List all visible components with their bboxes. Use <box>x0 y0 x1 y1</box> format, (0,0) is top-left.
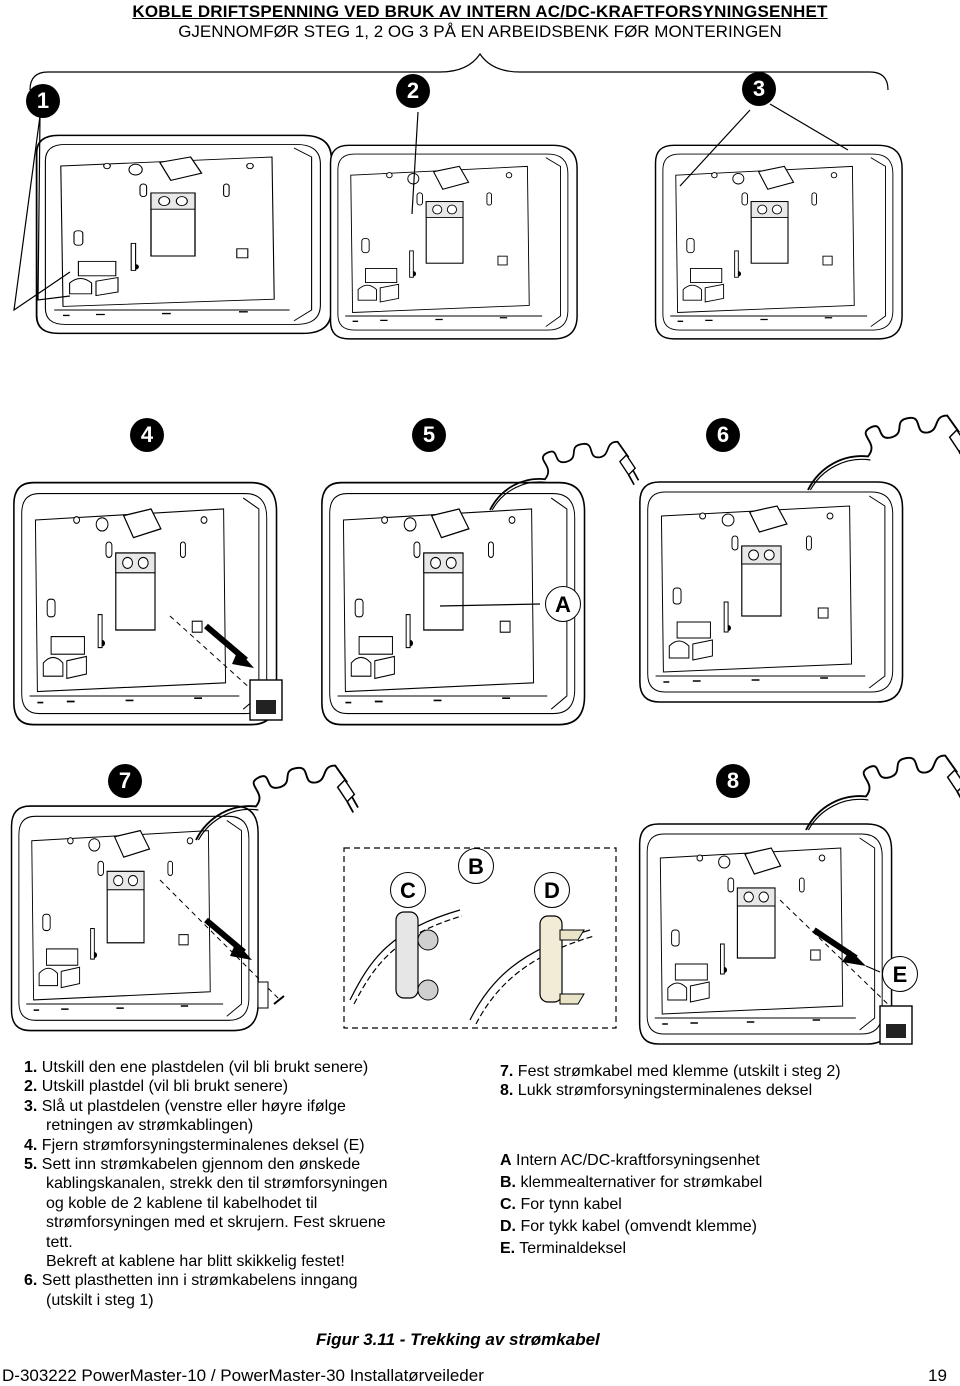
instruction-line: strømforsyningen med et skrujern. Fest s… <box>46 1214 386 1232</box>
instruction-line: Bekreft at kablene har blitt skikkelig f… <box>46 1253 345 1271</box>
instruction-line: 2. Utskill plastdel (vil bli brukt sener… <box>24 1078 289 1096</box>
page-subtitle: GJENNOMFØR STEG 1, 2 OG 3 PÅ EN ARBEIDSB… <box>178 22 782 41</box>
legend-item: E. Terminaldeksel <box>500 1240 626 1257</box>
callout-a: A <box>545 586 581 622</box>
step-number-7: 7 <box>108 764 142 798</box>
legend-item: D. For tykk kabel (omvendt klemme) <box>500 1218 757 1235</box>
instruction-line: og koble de 2 kablene til kabelhodet til <box>46 1194 318 1212</box>
instruction-list-left: 1. Utskill den ene plastdelen (vil bli b… <box>24 1058 494 1310</box>
legend-item: B. klemmealternativer for strømkabel <box>500 1174 763 1191</box>
instruction-line: 7. Fest strømkabel med klemme (utskilt i… <box>500 1063 841 1080</box>
instruction-line: 5. Sett inn strømkabelen gjennom den øns… <box>24 1156 361 1174</box>
step-number-2: 2 <box>396 74 430 108</box>
figure-legend: A Intern AC/DC-kraftforsyningsenhet B. k… <box>500 1150 940 1260</box>
instruction-line: tett. <box>46 1233 73 1251</box>
page-number: 19 <box>928 1366 947 1385</box>
legend-item: C. For tynn kabel <box>500 1196 622 1213</box>
step-number-5: 5 <box>412 418 446 452</box>
instruction-line: 1. Utskill den ene plastdelen (vil bli b… <box>24 1059 369 1076</box>
figure-caption: Figur 3.11 - Trekking av strømkabel <box>316 1330 600 1349</box>
instruction-line: (utskilt i steg 1) <box>46 1291 154 1309</box>
step-number-3: 3 <box>742 72 776 106</box>
step-number-4: 4 <box>130 418 164 452</box>
step-number-8: 8 <box>716 764 750 798</box>
step-number-6: 6 <box>706 418 740 452</box>
callout-b: B <box>458 848 494 884</box>
instruction-line: kablingskanalen, strekk den til strømfor… <box>46 1175 388 1193</box>
instruction-line: 3. Slå ut plastdelen (venstre eller høyr… <box>24 1097 346 1115</box>
instruction-line: retningen av strømkablingen) <box>46 1117 254 1135</box>
callout-d: D <box>534 872 570 908</box>
footer-document-id: D-303222 PowerMaster-10 / PowerMaster-30… <box>2 1366 484 1385</box>
callout-e: E <box>882 956 918 992</box>
callout-c: C <box>390 872 426 908</box>
legend-item: A Intern AC/DC-kraftforsyningsenhet <box>500 1152 760 1169</box>
instruction-line: 6. Sett plasthetten inn i strømkabelens … <box>24 1272 358 1290</box>
instruction-list-right: 7. Fest strømkabel med klemme (utskilt i… <box>500 1062 940 1101</box>
instruction-line: 4. Fjern strømforsyningsterminalenes dek… <box>24 1136 365 1154</box>
instruction-line: 8. Lukk strømforsyningsterminalenes deks… <box>500 1082 813 1100</box>
step-number-1: 1 <box>26 84 60 118</box>
page-title: KOBLE DRIFTSPENNING VED BRUK AV INTERN A… <box>132 2 828 21</box>
